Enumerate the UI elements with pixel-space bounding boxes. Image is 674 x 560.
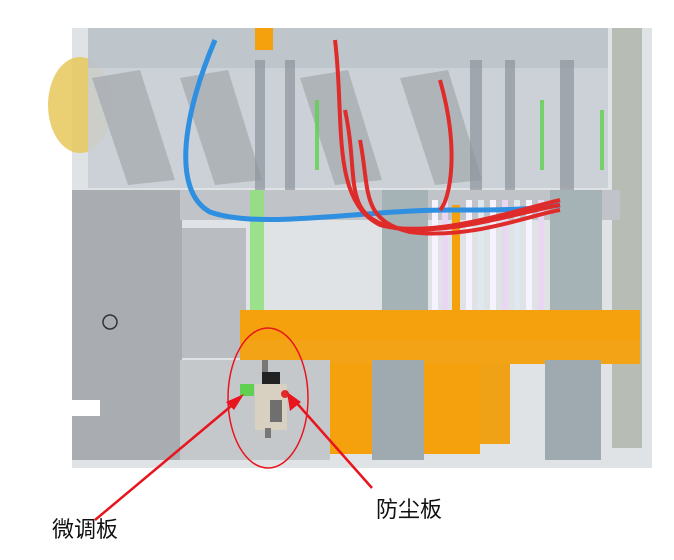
lifter-1 bbox=[92, 70, 175, 185]
switch-assembly bbox=[255, 360, 289, 438]
lifter-2 bbox=[180, 70, 262, 185]
fine-adjust-plate bbox=[240, 384, 254, 396]
arrow-right bbox=[287, 392, 373, 489]
column-b bbox=[550, 190, 602, 310]
lifter-4 bbox=[400, 70, 482, 185]
top-header-strip bbox=[88, 28, 608, 68]
guide-pins bbox=[255, 60, 574, 200]
label-fine-adjust-plate: 微调板 bbox=[52, 518, 119, 543]
lower-column-b bbox=[545, 360, 601, 460]
lower-column-a bbox=[372, 360, 424, 460]
orange-plate-top bbox=[240, 310, 640, 340]
arrow-left bbox=[94, 394, 244, 521]
blue-hose bbox=[183, 39, 561, 223]
ejector-pins bbox=[432, 200, 544, 310]
slot bbox=[72, 400, 100, 416]
left-inner-block bbox=[182, 228, 246, 358]
bolt-hole bbox=[102, 314, 118, 330]
left-body-block bbox=[72, 190, 182, 460]
orange-right-block bbox=[480, 364, 510, 444]
highlight-ellipse bbox=[227, 327, 309, 469]
green-post bbox=[250, 190, 264, 320]
red-hoses bbox=[333, 39, 561, 236]
orange-tab bbox=[255, 28, 273, 50]
label-dust-cover-plate: 防尘板 bbox=[376, 498, 443, 523]
green-pins bbox=[315, 100, 604, 170]
column-a bbox=[382, 190, 428, 310]
right-pillar bbox=[612, 28, 642, 448]
